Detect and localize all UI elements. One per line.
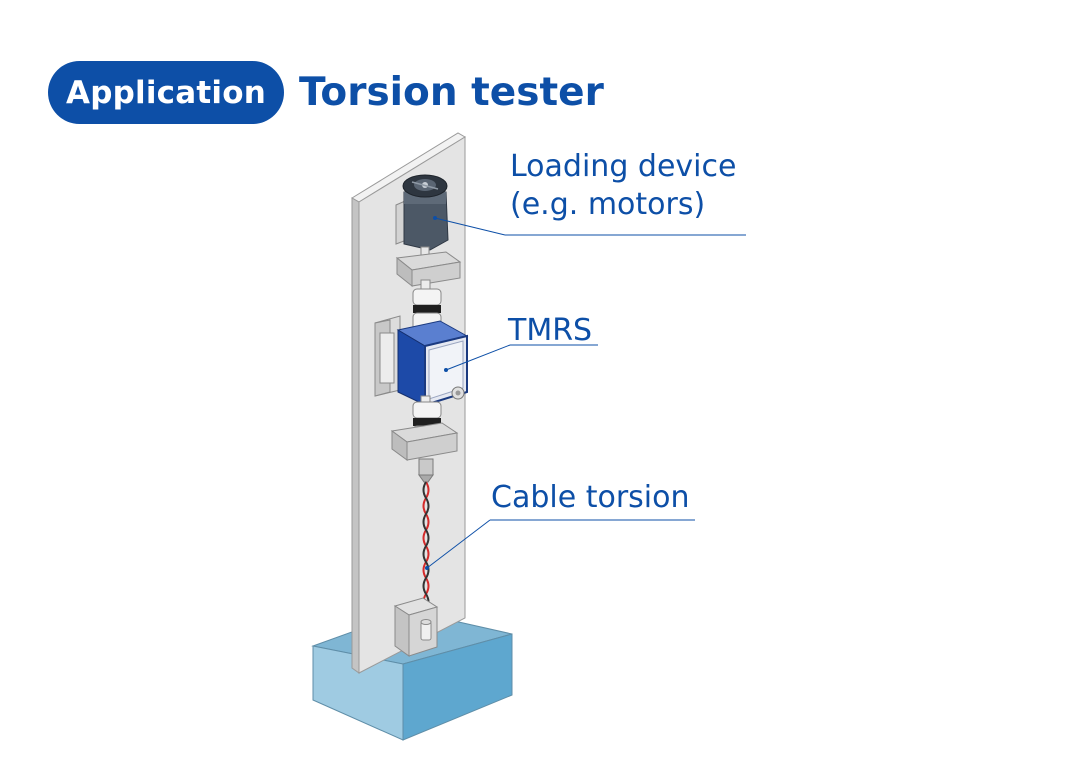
tmrs-dot [444, 368, 448, 372]
twisted-cable [422, 481, 430, 622]
upper-bracket [395, 251, 462, 291]
tmrs-leader [445, 344, 511, 371]
loading-device-dot [433, 216, 437, 220]
loading-device-label: Loading device (e.g. motors) [510, 148, 736, 224]
cable-clamp-top [418, 458, 434, 483]
tmrs-sensor [396, 320, 469, 407]
page-title: Torsion tester [299, 70, 604, 115]
loading-device-label-line2: (e.g. motors) [510, 187, 706, 222]
motor [395, 174, 449, 260]
tmrs-label: TMRS [508, 313, 593, 348]
side-mount-bracket [374, 315, 401, 397]
cable-torsion-dot [425, 566, 429, 570]
loading-device-leader [434, 217, 506, 236]
cable-clamp-bottom [393, 597, 439, 657]
lower-bracket [390, 422, 459, 461]
cable-torsion-label: Cable torsion [491, 480, 690, 515]
loading-device-label-line1: Loading device [510, 149, 737, 184]
cable-torsion-leader [426, 519, 491, 569]
application-badge: Application [48, 61, 284, 124]
